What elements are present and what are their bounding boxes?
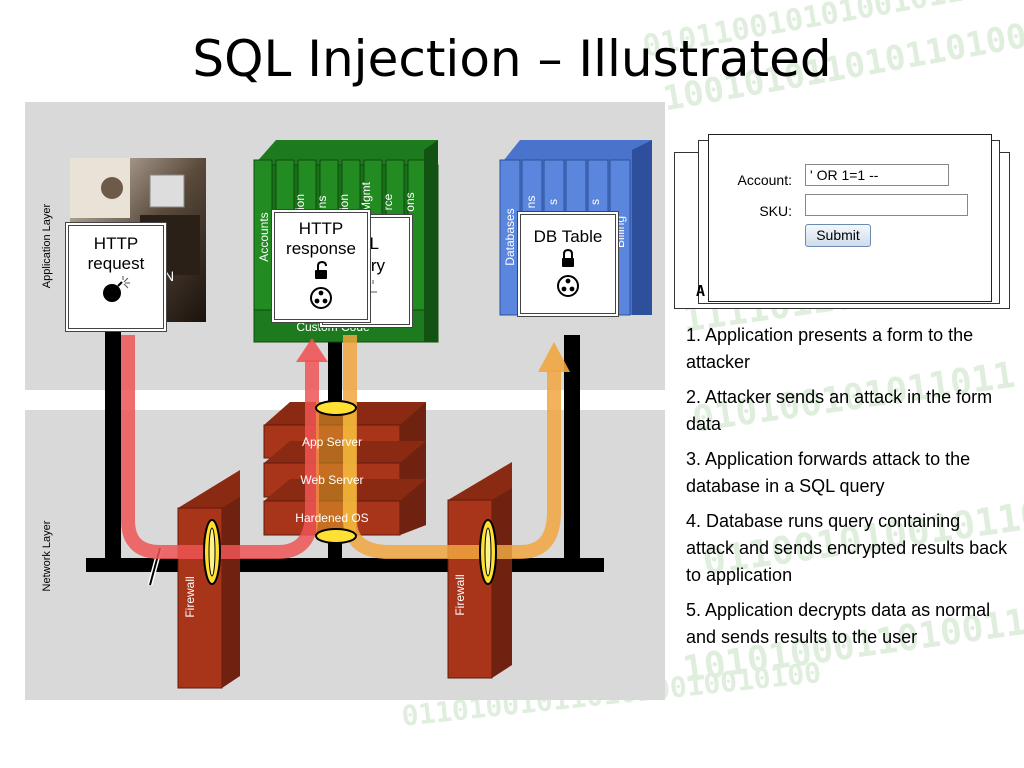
step-5: 5. Application decrypts data as normal a… [686, 600, 991, 647]
slide-title: SQL Injection – Illustrated [192, 30, 832, 88]
step-1: 1. Application presents a form to the at… [686, 325, 974, 372]
step-2: 2. Attacker sends an attack in the form … [686, 387, 993, 434]
steps-list: 1. Application presents a form to the at… [686, 322, 1011, 659]
db-table-card: DB Table [520, 214, 616, 314]
biohazard-icon [557, 275, 579, 297]
db-tab-label: Databases [503, 208, 517, 266]
http-request-card: HTTP request [68, 225, 164, 329]
attack-flow-arrowhead [296, 338, 328, 362]
db-connector [564, 335, 580, 562]
http-request-title-line1: HTTP [93, 234, 139, 253]
db-tab-label: s [546, 199, 560, 205]
http-response-card: HTTP response [274, 212, 368, 320]
attack-flow-path [121, 335, 319, 559]
sku-label: SKU: [759, 203, 792, 219]
app-tab-label: Mgmt [359, 182, 373, 212]
app-tab-label: ons [403, 192, 417, 212]
db-table-title: DB Table [533, 227, 603, 246]
biohazard-icon [310, 287, 332, 309]
app-server-label: App Server [301, 435, 363, 449]
web-form-window [708, 134, 992, 302]
locked-padlock-icon [562, 248, 574, 267]
bomb-icon [366, 280, 377, 299]
db-tab-label: s [588, 199, 602, 205]
firewall-right [447, 462, 512, 679]
unlocked-padlock-icon [315, 260, 327, 279]
encryption-tunnel-server [315, 400, 357, 544]
sql-query-text-line1: L [369, 234, 379, 253]
account-label: Account: [737, 172, 792, 188]
app-tab-label: Accounts [257, 212, 271, 262]
bomb-icon [103, 276, 130, 302]
attacker-connector [105, 330, 121, 562]
encryption-tunnel-left [203, 519, 221, 585]
http-response-title-line2: response [286, 239, 356, 258]
form-behind-letter: A [696, 282, 706, 300]
db-tab-label: ns [524, 195, 538, 209]
http-response-title-line1: HTTP [298, 219, 344, 238]
sku-input[interactable] [805, 194, 968, 216]
web-server-label: Web Server [300, 473, 364, 487]
app-tab-label: rce [381, 193, 395, 211]
hardened-os-label: Hardened OS [295, 511, 369, 525]
attacker-partial-text: N [164, 268, 175, 284]
query-flow-arrowhead [538, 342, 570, 372]
step-3: 3. Application forwards attack to the da… [686, 449, 971, 496]
step-4: 4. Database runs query containing attack… [686, 511, 1008, 585]
firewall-right-label: Firewall [453, 574, 467, 616]
encryption-tunnel-right [479, 519, 497, 585]
account-input[interactable]: ' OR 1=1 -- [805, 164, 949, 186]
submit-button[interactable]: Submit [805, 224, 871, 247]
sql-query-text-line2: ry [370, 256, 385, 275]
firewall-left-label: Firewall [183, 576, 197, 618]
http-request-title-line2: request [87, 254, 145, 273]
network-bus [86, 558, 604, 572]
